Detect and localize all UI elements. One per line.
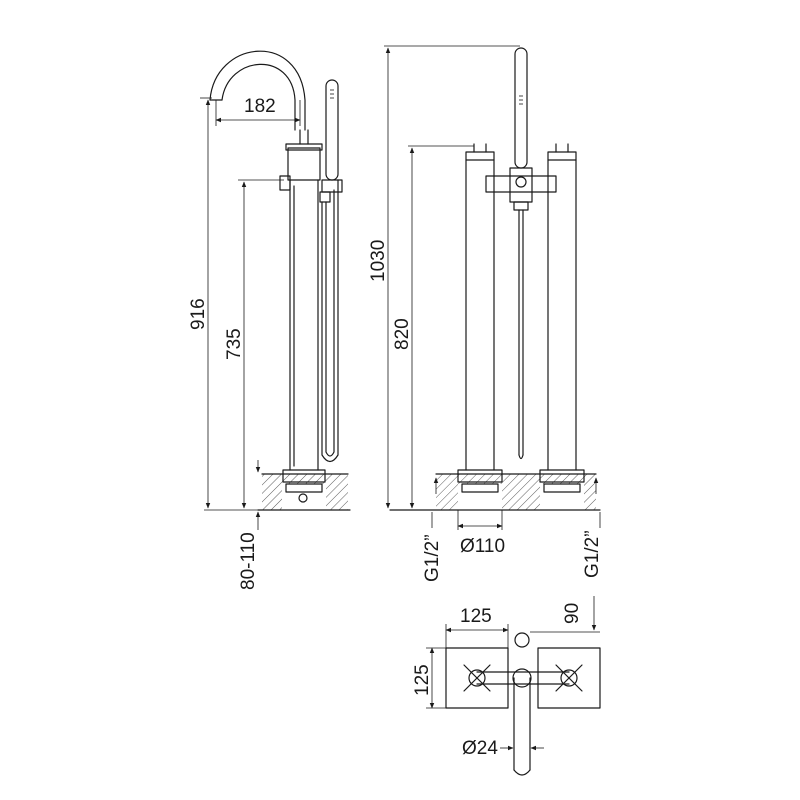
plan-view: 125 125 90 Ø24 xyxy=(412,596,601,776)
side-view: 182 916 735 80-110 xyxy=(188,50,351,590)
front-view: 1030 820 Ø110 G1/2” G1/2” xyxy=(368,45,603,582)
dim-total-height: 916 xyxy=(188,298,209,330)
dim-pipe-diameter: Ø24 xyxy=(462,738,498,759)
dim-offset: 90 xyxy=(562,603,583,624)
dim-plate-width: 125 xyxy=(460,606,492,627)
dim-right-connection: G1/2” xyxy=(582,530,603,578)
dim-left-connection: G1/2” xyxy=(422,534,443,582)
dim-handle-height: 735 xyxy=(224,328,245,360)
dim-plate-height: 125 xyxy=(412,664,433,696)
dim-front-total-height: 1030 xyxy=(368,240,389,282)
dim-spout-reach: 182 xyxy=(244,96,276,117)
dim-floor-range: 80-110 xyxy=(238,532,259,590)
dim-base-diameter: Ø110 xyxy=(460,536,505,557)
dim-valve-height: 820 xyxy=(392,318,413,350)
